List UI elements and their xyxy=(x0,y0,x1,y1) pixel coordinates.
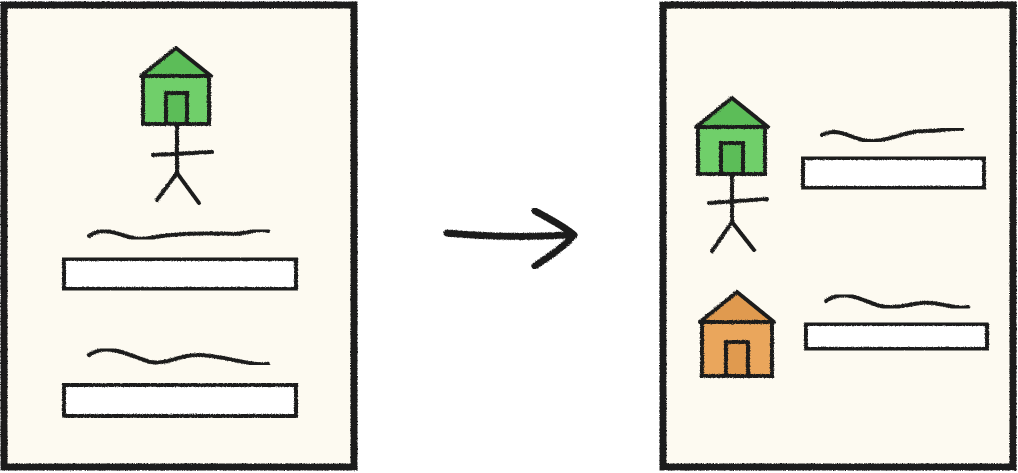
house-person-icon xyxy=(139,46,214,205)
squiggle-label-icon xyxy=(87,228,270,241)
blank-input-box xyxy=(804,322,989,351)
after-panel xyxy=(659,1,1017,471)
after-panel-frame xyxy=(659,1,1017,471)
before-panel xyxy=(0,1,358,471)
blank-input-box xyxy=(801,156,986,190)
right-arrow-icon xyxy=(443,207,578,270)
squiggle-label-icon xyxy=(824,293,970,310)
house-orange-icon xyxy=(698,290,776,378)
house-person-icon xyxy=(694,96,770,253)
squiggle-label-icon xyxy=(820,126,964,144)
blank-input-box xyxy=(62,257,298,291)
squiggle-label-icon xyxy=(87,347,270,367)
blank-input-box xyxy=(62,383,298,418)
